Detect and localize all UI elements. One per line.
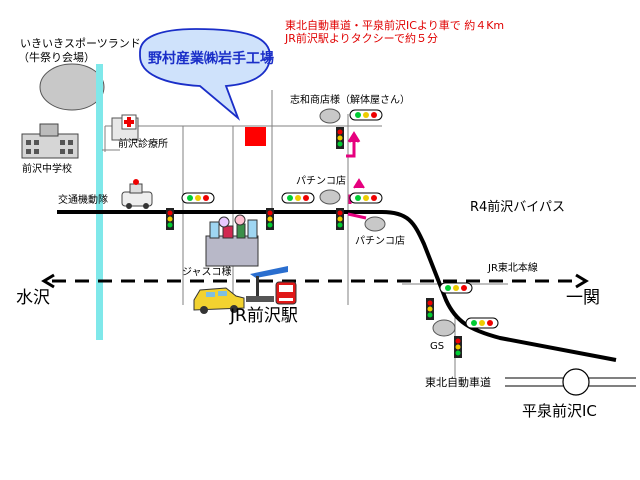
pachinko-north-label: パチンコ店 (296, 176, 346, 187)
access-note-line2: JR前沢駅よりタクシーで約５分 (285, 32, 439, 45)
company-location-marker (245, 127, 266, 146)
junior-high-label: 前沢中学校 (22, 164, 72, 175)
traffic-signal-icon (349, 109, 383, 121)
pachinko-south-label: パチンコ店 (355, 236, 405, 247)
local-roads (102, 90, 508, 378)
direction-arrow-north (346, 131, 361, 158)
access-note-line1: 東北自動車道・平泉前沢ICより車で 約４Km (285, 19, 505, 32)
company-callout (139, 28, 271, 121)
traffic-signal-icon (166, 208, 174, 230)
ichinoseki-label: 一関 (566, 288, 600, 308)
traffic-signal-icon (281, 192, 315, 204)
route-4 (57, 210, 617, 362)
traffic-signal-icon (349, 192, 383, 204)
jr-line-label: JR東北本線 (488, 263, 538, 274)
taxi-icon (193, 287, 245, 314)
traffic-signal-icon (181, 192, 215, 204)
company-name: 野村産業㈱岩手工場 (148, 51, 274, 67)
jr-west-arrowhead (41, 273, 55, 289)
gs-label: GS (430, 341, 445, 352)
traffic-signal-icon (439, 282, 473, 294)
expressway-label: 東北自動車道 (425, 376, 491, 389)
pachinko-south-marker (364, 216, 386, 232)
gas-station-marker (432, 319, 456, 337)
school-icon (21, 123, 79, 159)
sports-land-sublabel: （牛祭り会場） (18, 51, 95, 64)
direction-arrow-up (353, 178, 365, 189)
jasco-label: ジャスコ様 (182, 267, 232, 278)
clinic-label: 前沢診療所 (118, 139, 168, 150)
station-label: JR前沢駅 (230, 306, 298, 326)
hospital-icon (111, 114, 139, 141)
interchange-circle (562, 368, 590, 396)
traffic-signal-icon (465, 317, 499, 329)
police-car-icon (121, 179, 153, 209)
interchange-label: 平泉前沢IC (522, 402, 597, 420)
store-icon (205, 214, 259, 267)
traffic-signal-icon (336, 127, 344, 149)
pachinko-north-marker (319, 189, 341, 205)
jr-east-arrowhead (575, 273, 589, 289)
shiwa-shop-marker (319, 108, 341, 124)
bus-stop-icon (246, 266, 288, 302)
traffic-signal-icon (336, 208, 344, 230)
sports-land-area (39, 63, 105, 111)
river (96, 64, 103, 340)
shiwa-shop-label: 志和商店様（解体屋さん） (290, 95, 410, 106)
train-icon (275, 281, 297, 305)
mizusawa-label: 水沢 (16, 288, 50, 308)
traffic-signal-icon (266, 208, 274, 230)
bypass-label: R4前沢バイパス (470, 200, 566, 215)
sports-land-label: いきいきスポーツランド (20, 37, 141, 50)
traffic-signal-icon (426, 298, 434, 320)
traffic-police-label: 交通機動隊 (58, 195, 108, 206)
traffic-signal-icon (454, 336, 462, 358)
